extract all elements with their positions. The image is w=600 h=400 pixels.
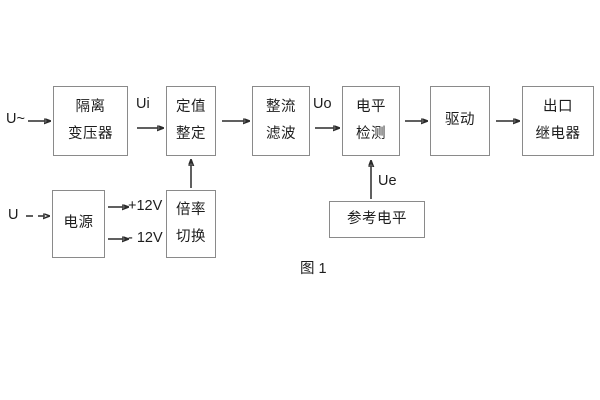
block-rectify-filter: 整流 滤波 (252, 86, 310, 156)
block-label-line: 驱动 (445, 112, 475, 129)
block-label-line: 定值 (176, 99, 206, 116)
block-label-line: 隔离 (75, 99, 106, 116)
block-label-line: 继电器 (535, 125, 581, 142)
block-output-relay: 出口 继电器 (522, 86, 594, 156)
block-label-line: 出口 (543, 99, 573, 116)
block-level-detection: 电平 检测 (342, 86, 400, 156)
label-negative-supply: - 12V (128, 230, 163, 246)
label-input-dc: U (8, 207, 19, 223)
block-label-line: 滤波 (266, 125, 296, 142)
block-label-line: 整定 (176, 125, 206, 142)
block-label-line: 电平 (356, 99, 386, 116)
block-label-line: 参考电平 (347, 210, 407, 227)
block-drive: 驱动 (430, 86, 490, 156)
block-setting-value: 定值 整定 (166, 86, 216, 156)
block-reference-level: 参考电平 (329, 201, 425, 238)
block-label-line: 检测 (356, 125, 386, 142)
label-ui: Ui (136, 96, 150, 112)
label-uo: Uo (313, 96, 332, 112)
block-label-line: 变压器 (68, 125, 113, 142)
block-label-line: 倍率 (176, 202, 206, 219)
block-isolation-transformer: 隔离 变压器 (53, 86, 128, 156)
figure-caption: 图 1 (300, 261, 327, 277)
label-input-ac: U~ (6, 111, 25, 127)
block-label-line: 电源 (63, 215, 94, 232)
block-power-supply: 电源 (52, 190, 105, 258)
block-label-line: 切换 (176, 228, 206, 245)
label-positive-supply: +12V (128, 198, 163, 214)
block-label-line: 整流 (266, 99, 296, 116)
label-ue: Ue (378, 173, 397, 189)
block-ratio-switch: 倍率 切换 (166, 190, 216, 258)
